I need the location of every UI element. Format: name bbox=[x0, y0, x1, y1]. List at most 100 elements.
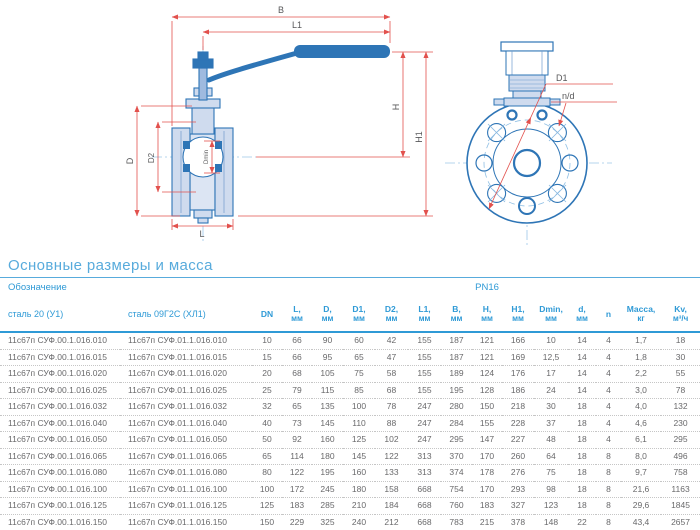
column-header-5: D1,мм bbox=[343, 296, 376, 333]
table-title: Основные размеры и масса bbox=[0, 252, 700, 278]
table-cell: 180 bbox=[343, 481, 376, 498]
flange-outer-circle bbox=[466, 102, 588, 224]
table-cell: 15 bbox=[252, 349, 283, 366]
table-cell: 176 bbox=[502, 365, 535, 383]
table-cell: 180 bbox=[312, 448, 344, 465]
table-cell: 66 bbox=[282, 349, 313, 366]
table-cell: 30 bbox=[534, 398, 569, 416]
table-cell: 64 bbox=[534, 448, 569, 465]
valve-body bbox=[171, 51, 234, 224]
table-cell: 170 bbox=[472, 448, 503, 465]
table-cell: 29,6 bbox=[621, 497, 662, 515]
table-cell: 155 bbox=[408, 365, 442, 383]
table-cell: 11с67п СУФ.01.1.016.025 bbox=[120, 382, 253, 399]
handle-grip bbox=[294, 45, 390, 58]
ball-seats bbox=[183, 141, 222, 172]
table-cell: 6,1 bbox=[621, 431, 662, 449]
column-header-0: сталь 20 (У1) bbox=[0, 296, 120, 333]
table-cell: 11с67п СУФ.00.1.016.020 bbox=[0, 365, 120, 383]
table-cell: 284 bbox=[441, 415, 473, 432]
table-cell: 80 bbox=[252, 464, 283, 482]
table-cell: 1,8 bbox=[621, 349, 662, 366]
column-header-12: d,мм bbox=[568, 296, 597, 333]
table-cell: 135 bbox=[312, 398, 344, 416]
table-cell: 2657 bbox=[661, 514, 700, 530]
table-cell: 668 bbox=[408, 481, 442, 498]
stem bbox=[198, 67, 208, 101]
table-cell: 187 bbox=[441, 332, 473, 350]
table-cell: 47 bbox=[375, 349, 409, 366]
table-cell: 4 bbox=[596, 431, 622, 449]
dim-label-l: L bbox=[199, 229, 204, 239]
table-cell: 22 bbox=[568, 514, 597, 530]
table-cell: 121 bbox=[472, 349, 503, 366]
table-cell: 122 bbox=[282, 464, 313, 482]
table-cell: 227 bbox=[502, 431, 535, 449]
table-cell: 14 bbox=[568, 365, 597, 383]
table-cell: 65 bbox=[282, 398, 313, 416]
front-leaders bbox=[488, 83, 617, 210]
table-cell: 195 bbox=[312, 464, 344, 482]
table-cell: 155 bbox=[472, 415, 503, 432]
table-cell: 100 bbox=[343, 398, 376, 416]
table-cell: 88 bbox=[375, 415, 409, 432]
table-cell: 11с67п СУФ.01.1.016.150 bbox=[120, 514, 253, 530]
table-cell: 11с67п СУФ.01.1.016.015 bbox=[120, 349, 253, 366]
table-cell: 18 bbox=[568, 464, 597, 482]
table-cell: 247 bbox=[408, 415, 442, 432]
table-cell: 150 bbox=[252, 514, 283, 530]
leader-d1-mid-arrow bbox=[525, 117, 531, 125]
table-cell: 30 bbox=[661, 349, 700, 366]
table-cell: 121 bbox=[472, 332, 503, 350]
bolt-holes bbox=[475, 109, 579, 215]
dim-dmin bbox=[204, 140, 220, 174]
table-cell: 166 bbox=[502, 332, 535, 350]
table-cell: 24 bbox=[534, 382, 569, 399]
bore-circle bbox=[512, 148, 542, 178]
table-cell: 247 bbox=[408, 398, 442, 416]
column-header-6: D2,мм bbox=[375, 296, 409, 333]
table-cell: 66 bbox=[282, 332, 313, 350]
bottom-plug bbox=[197, 217, 209, 224]
table-cell: 1,7 bbox=[621, 332, 662, 350]
table-cell: 11с67п СУФ.00.1.016.032 bbox=[0, 398, 120, 416]
handle-lever bbox=[206, 50, 300, 83]
front-view: D1 n/d bbox=[445, 41, 617, 245]
table-cell: 18 bbox=[568, 481, 597, 498]
table-cell: 230 bbox=[661, 415, 700, 432]
table-cell: 3,0 bbox=[621, 382, 662, 399]
table-cell: 325 bbox=[312, 514, 344, 530]
designation-group-header: Обозначение bbox=[8, 281, 67, 293]
table-cell: 668 bbox=[408, 514, 442, 530]
table-cell: 155 bbox=[408, 382, 442, 399]
column-header-11: Dmin,мм bbox=[534, 296, 569, 333]
dim-d bbox=[134, 105, 192, 217]
table-cell: 313 bbox=[408, 464, 442, 482]
table-cell: 754 bbox=[441, 481, 473, 498]
table-cell: 295 bbox=[661, 431, 700, 449]
table-cell: 115 bbox=[312, 382, 344, 399]
table-cell: 10 bbox=[534, 332, 569, 350]
dim-label-b: B bbox=[278, 5, 284, 15]
table-cell: 12,5 bbox=[534, 349, 569, 366]
table-cell: 133 bbox=[375, 464, 409, 482]
table-cell: 18 bbox=[568, 497, 597, 515]
table-cell: 260 bbox=[502, 448, 535, 465]
dim-h bbox=[256, 51, 433, 158]
table-cell: 20 bbox=[252, 365, 283, 383]
table-cell: 218 bbox=[502, 398, 535, 416]
small-hole-right bbox=[536, 109, 548, 121]
table-cell: 150 bbox=[472, 398, 503, 416]
table-cell: 327 bbox=[502, 497, 535, 515]
table-cell: 145 bbox=[312, 415, 344, 432]
table-cell: 760 bbox=[441, 497, 473, 515]
table-cell: 11с67п СУФ.01.1.016.020 bbox=[120, 365, 253, 383]
table-cell: 172 bbox=[282, 481, 313, 498]
table-cell: 11с67п СУФ.00.1.016.040 bbox=[0, 415, 120, 432]
